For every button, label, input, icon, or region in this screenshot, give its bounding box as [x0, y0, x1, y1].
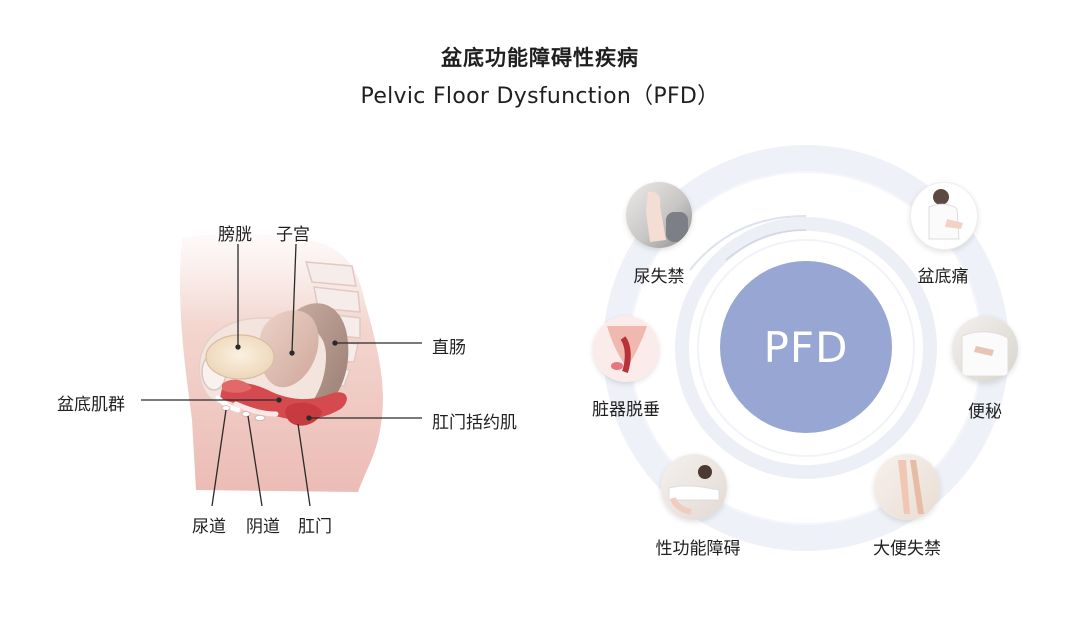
photo-urinary-incontinence: [626, 182, 692, 248]
rectum: [292, 303, 349, 412]
label-urethra: 尿道: [192, 517, 226, 537]
label-urinary-incontinence: 尿失禁: [633, 267, 685, 287]
pfd-center-circle: PFD: [720, 261, 892, 433]
photo-pelvic-pain: [910, 182, 978, 250]
pelvic-floor-muscle-front: [222, 379, 252, 393]
label-pelvic-pain: 盆底痛: [917, 267, 969, 287]
label-anus: 肛门: [298, 517, 332, 537]
label-sexual-dysfunction: 性功能障碍: [655, 539, 741, 559]
page-title-zh: 盆底功能障碍性疾病: [441, 46, 639, 70]
label-pelvic-floor-muscles: 盆底肌群: [57, 395, 125, 415]
label-organ-prolapse: 脏器脱垂: [592, 400, 660, 420]
label-fecal-incontinence: 大便失禁: [873, 539, 941, 559]
page-title-en: Pelvic Floor Dysfunction（PFD）: [360, 84, 720, 109]
label-anal-sphincter: 肛门括约肌: [432, 413, 517, 433]
label-bladder: 膀胱: [218, 225, 252, 245]
uterus: [258, 310, 319, 388]
photo-organ-prolapse: [593, 316, 659, 382]
bladder: [205, 334, 275, 380]
label-vagina: 阴道: [246, 517, 280, 537]
photo-sexual-dysfunction: [661, 454, 727, 520]
label-rectum: 直肠: [432, 338, 466, 358]
photo-fecal-incontinence: [874, 454, 940, 520]
label-uterus: 子宫: [276, 225, 310, 245]
leader-lines: [141, 243, 422, 507]
label-constipation: 便秘: [968, 402, 1002, 422]
photo-constipation: [952, 316, 1018, 382]
pfd-center-label: PFD: [763, 322, 849, 372]
anal-sphincter: [285, 402, 322, 426]
vagina-canal: [233, 401, 279, 417]
